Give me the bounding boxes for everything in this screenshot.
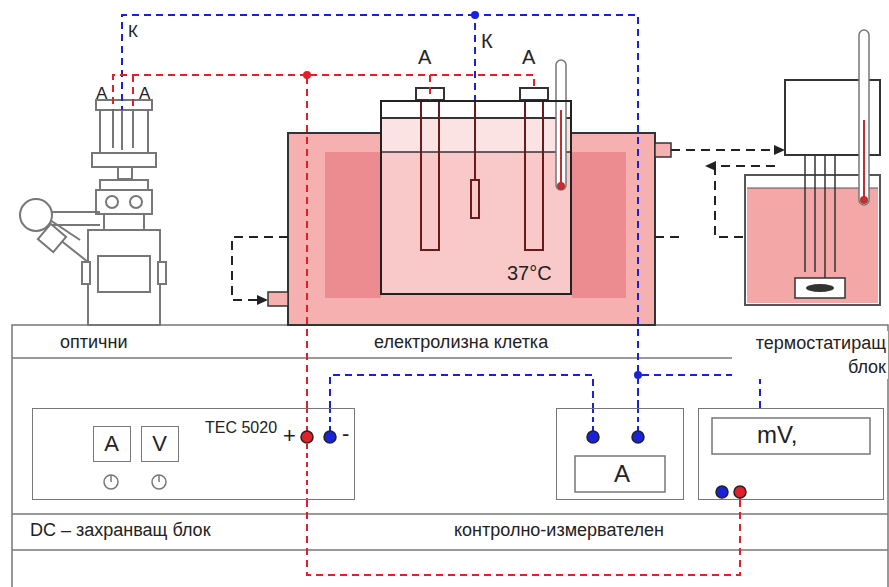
section-label: електролизна клетка <box>372 332 550 353</box>
node-text: A <box>614 460 630 488</box>
section-label: DC – захранващ блок <box>28 520 213 541</box>
ammeter-display: A <box>93 426 131 462</box>
node-text: - <box>342 421 349 446</box>
thermometer <box>556 60 566 190</box>
anode-label: А <box>522 46 535 69</box>
terminal <box>301 431 746 498</box>
anode-label: А <box>96 84 107 104</box>
node-text: V <box>152 431 167 456</box>
node-text: A <box>104 431 119 456</box>
node-text: 37°C <box>507 262 552 285</box>
bench-panel <box>12 325 888 587</box>
cathode-label: К <box>128 22 138 42</box>
wire-connector <box>638 375 760 408</box>
section-label: оптични <box>58 332 129 353</box>
section-label: термостатиращ блок <box>732 331 888 379</box>
junction-dot <box>303 11 642 379</box>
wire-connector <box>330 375 593 408</box>
ammeter: A <box>556 408 684 500</box>
thermostat <box>745 30 880 305</box>
optical-device <box>20 100 166 325</box>
anode-label: А <box>139 84 150 104</box>
node-text: + <box>283 423 296 448</box>
millivoltmeter: mV, <box>698 408 884 500</box>
dc-power-supply: TEC 5020 + - A V <box>32 408 355 500</box>
terminal-stub <box>307 408 740 500</box>
instrument-detail <box>104 418 870 492</box>
electrolysis-cell: 37°C <box>380 100 572 295</box>
voltmeter-display: V <box>141 426 179 462</box>
section-label: контролно-измервателен <box>452 520 666 541</box>
wire-connector <box>307 500 740 575</box>
wire <box>113 15 534 110</box>
node-text: mV, <box>757 421 797 449</box>
electrodes <box>416 88 548 250</box>
cathode-label: К <box>481 30 493 53</box>
hose-arrow <box>257 145 785 305</box>
node-text: TEC 5020 <box>205 419 277 437</box>
hose <box>232 150 775 300</box>
wire-connector <box>307 75 430 408</box>
anode-label: А <box>418 46 431 69</box>
